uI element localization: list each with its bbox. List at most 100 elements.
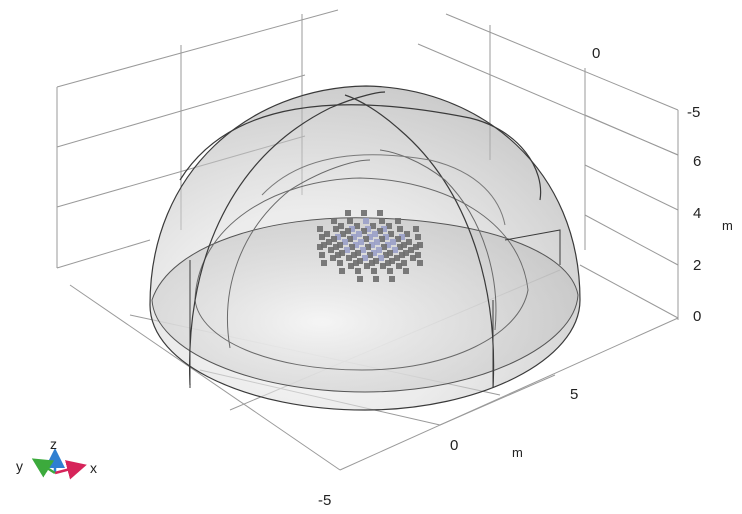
y-axis-tick-neg5: -5 [687, 104, 700, 121]
cube-array[interactable] [317, 210, 423, 282]
cube-block [321, 260, 327, 266]
cube-block [390, 239, 396, 245]
meridian-arc-2 [188, 91, 386, 386]
cube-block [389, 276, 395, 282]
meridian-arc-4 [227, 159, 371, 349]
cube-block [417, 242, 423, 248]
cube-block [385, 260, 391, 266]
cube-block [337, 242, 343, 248]
cube-block [413, 226, 419, 232]
x-axis-tick-0: 0 [450, 437, 458, 454]
cube-block [362, 255, 368, 261]
cut-notch-right [504, 229, 561, 265]
cube-block [351, 234, 357, 240]
cube-block [388, 231, 394, 237]
cube-block [326, 239, 332, 245]
cube-block [406, 239, 412, 245]
cube-block [321, 242, 327, 248]
cube-block [345, 228, 351, 234]
cube-block [324, 231, 330, 237]
cube-block [335, 252, 341, 258]
cube-block [353, 242, 359, 248]
cube-block [373, 276, 379, 282]
cube-block [317, 244, 323, 250]
cube-block [349, 244, 355, 250]
cube-block [347, 236, 353, 242]
inner-sphere-boundary [194, 177, 529, 371]
cube-block [317, 226, 323, 232]
meridian-arc-6 [261, 154, 506, 226]
x-axis-unit: m [512, 445, 523, 460]
cube-block [348, 263, 354, 269]
back-wall-grid-left [56, 9, 339, 269]
cube-block [410, 255, 416, 261]
z-axis-tick-0: 0 [693, 308, 701, 325]
triad-x-arrow [54, 460, 87, 480]
cube-block [401, 260, 407, 266]
axis-labels: 0 -5 6 4 m 2 0 5 0 m -5 [318, 45, 733, 509]
cube-block [380, 263, 386, 269]
cube-block [370, 223, 376, 229]
cube-block [367, 252, 373, 258]
cube-block [383, 252, 389, 258]
cube-block [346, 255, 352, 261]
cube-block [399, 252, 405, 258]
cube-block [331, 236, 337, 242]
hemisphere-domain[interactable] [149, 85, 581, 411]
z-axis-unit: m [722, 218, 733, 233]
cube-block [417, 260, 423, 266]
triad-x-label: x [90, 460, 97, 476]
cube-block [360, 247, 366, 253]
meridian-arc-1 [179, 104, 542, 201]
cube-block [399, 234, 405, 240]
z-axis-tick-6: 6 [693, 153, 701, 170]
cube-block [403, 268, 409, 274]
triad-y-label: y [16, 458, 23, 474]
cube-block [328, 247, 334, 253]
cube-block [353, 260, 359, 266]
z-axis-tick-4: 4 [693, 205, 701, 222]
cube-block [397, 226, 403, 232]
cube-block [356, 231, 362, 237]
cube-block [354, 223, 360, 229]
cube-block [357, 258, 363, 264]
triad-y-arrow [31, 458, 56, 478]
triad-z-label: z [50, 436, 57, 452]
axis-triad: z x y [16, 436, 97, 480]
cube-block [333, 244, 339, 250]
cube-block [365, 226, 371, 232]
cube-block [377, 210, 383, 216]
cube-block [369, 260, 375, 266]
cube-block [342, 239, 348, 245]
cube-block [355, 250, 361, 256]
cube-block [333, 226, 339, 232]
cube-block [396, 263, 402, 269]
cube-block [363, 236, 369, 242]
cube-block [379, 236, 385, 242]
cube-block [374, 239, 380, 245]
cube-block [349, 226, 355, 232]
cube-block [387, 268, 393, 274]
cube-block [361, 210, 367, 216]
cube-block [364, 263, 370, 269]
meridian-arc-5 [379, 149, 497, 331]
x-axis-tick-neg5: -5 [318, 492, 331, 509]
cube-block [379, 218, 385, 224]
cube-block [385, 242, 391, 248]
cube-block [377, 228, 383, 234]
cube-block [403, 250, 409, 256]
cube-block [415, 234, 421, 240]
cube-block [381, 226, 387, 232]
cube-block [373, 258, 379, 264]
cube-block [337, 260, 343, 266]
y-axis-tick-0: 0 [592, 45, 600, 62]
cube-block [355, 268, 361, 274]
cube-block [347, 218, 353, 224]
cube-block [330, 255, 336, 261]
cube-block [345, 210, 351, 216]
cube-block [371, 250, 377, 256]
cube-block [415, 252, 421, 258]
cube-block [397, 244, 403, 250]
